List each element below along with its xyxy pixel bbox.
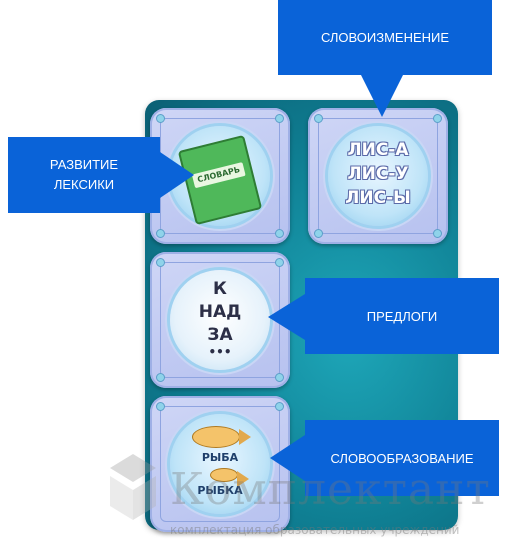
derivation-word-diminutive: РЫБКА: [197, 484, 243, 497]
inflection-words: ЛИС-А ЛИС-У ЛИС-Ы: [328, 138, 428, 210]
corner-dot-icon: [314, 229, 323, 238]
corner-dot-icon: [275, 258, 284, 267]
inflection-tile[interactable]: ЛИС-А ЛИС-У ЛИС-Ы: [308, 108, 448, 244]
corner-dot-icon: [275, 402, 284, 411]
arrow-down-icon: [361, 75, 403, 117]
vocabulary-callout[interactable]: РАЗВИТИЕ ЛЕКСИКИ: [8, 137, 160, 213]
arrow-right-icon: [160, 152, 194, 198]
vocabulary-callout-label: РАЗВИТИЕ ЛЕКСИКИ: [50, 155, 118, 195]
corner-dot-icon: [433, 114, 442, 123]
arrow-left-icon: [268, 294, 305, 340]
ellipsis: •••: [208, 345, 232, 359]
preposition-word: К: [213, 279, 227, 299]
book-label: СЛОВАРЬ: [191, 162, 246, 189]
derivation-callout-label: СЛОВООБРАЗОВАНИЕ: [330, 450, 474, 466]
corner-dot-icon: [275, 373, 284, 382]
preposition-word: ЗА: [207, 325, 233, 345]
big-fish-icon: [192, 426, 251, 448]
corner-dot-icon: [314, 114, 323, 123]
inflection-word: ЛИС-У: [347, 164, 409, 184]
derivation-tile[interactable]: РЫБА РЫБКА: [150, 396, 290, 532]
inflection-callout[interactable]: СЛОВОИЗМЕНЕНИЕ: [278, 0, 492, 75]
vocabulary-callout-line: ЛЕКСИКИ: [53, 177, 115, 192]
corner-dot-icon: [156, 402, 165, 411]
tile-circle: [328, 126, 428, 226]
corner-dot-icon: [275, 114, 284, 123]
vocabulary-tile[interactable]: СЛОВАРЬ: [150, 108, 290, 244]
inflection-callout-label: СЛОВОИЗМЕНЕНИЕ: [320, 30, 450, 45]
preposition-words: К НАД ЗА •••: [170, 278, 270, 359]
inflection-word: ЛИС-А: [347, 140, 409, 160]
prepositions-tile[interactable]: К НАД ЗА •••: [150, 252, 290, 388]
vocabulary-callout-line: РАЗВИТИЕ: [49, 157, 119, 172]
small-fish-icon: [210, 468, 249, 487]
corner-dot-icon: [156, 114, 165, 123]
derivation-callout[interactable]: СЛОВООБРАЗОВАНИЕ: [305, 420, 499, 496]
inflection-word: ЛИС-Ы: [345, 188, 411, 208]
arrow-left-icon: [270, 435, 305, 481]
corner-dot-icon: [156, 229, 165, 238]
derivation-word-base: РЫБА: [201, 451, 239, 464]
corner-dot-icon: [433, 229, 442, 238]
corner-dot-icon: [156, 373, 165, 382]
corner-dot-icon: [156, 258, 165, 267]
prepositions-callout-label: ПРЕДЛОГИ: [366, 308, 438, 324]
corner-dot-icon: [275, 229, 284, 238]
preposition-word: НАД: [198, 302, 242, 322]
prepositions-callout[interactable]: ПРЕДЛОГИ: [305, 278, 499, 354]
tile-circle: [170, 270, 270, 370]
